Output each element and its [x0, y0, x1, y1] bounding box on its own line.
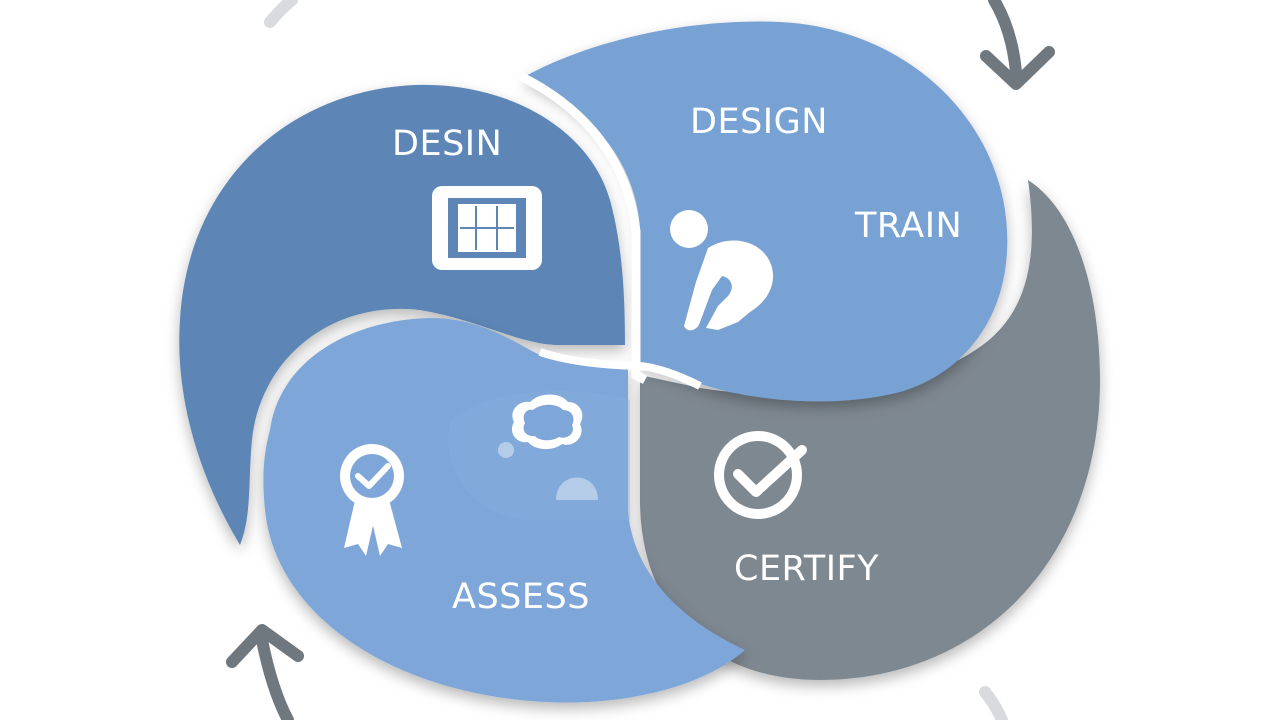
certify-segment[interactable] — [640, 180, 1100, 680]
assess-segment[interactable] — [263, 318, 745, 703]
label-assess: ASSESS — [452, 577, 590, 617]
label-design: DESIGN — [690, 102, 828, 142]
divider-center — [538, 348, 702, 390]
cycle-arrow-bottom-left — [226, 624, 304, 720]
thought-bubble-icon — [498, 394, 598, 500]
award-ribbon-icon — [340, 444, 404, 556]
cycle-arrow-top-right — [980, 0, 1055, 90]
label-train: TRAIN — [854, 206, 962, 246]
person-bending-icon — [670, 210, 774, 331]
train-segment[interactable] — [522, 21, 1008, 402]
label-certify: CERTIFY — [734, 549, 879, 589]
cycle-arrow-bottom-right — [979, 686, 1008, 720]
checkmark-circle-icon — [714, 431, 807, 519]
cycle-arrow-top-left — [264, 0, 298, 28]
blueprint-icon — [432, 186, 542, 270]
label-desin: DESIN — [392, 124, 502, 164]
divider-vertical — [631, 230, 648, 384]
divider-top — [518, 71, 641, 233]
